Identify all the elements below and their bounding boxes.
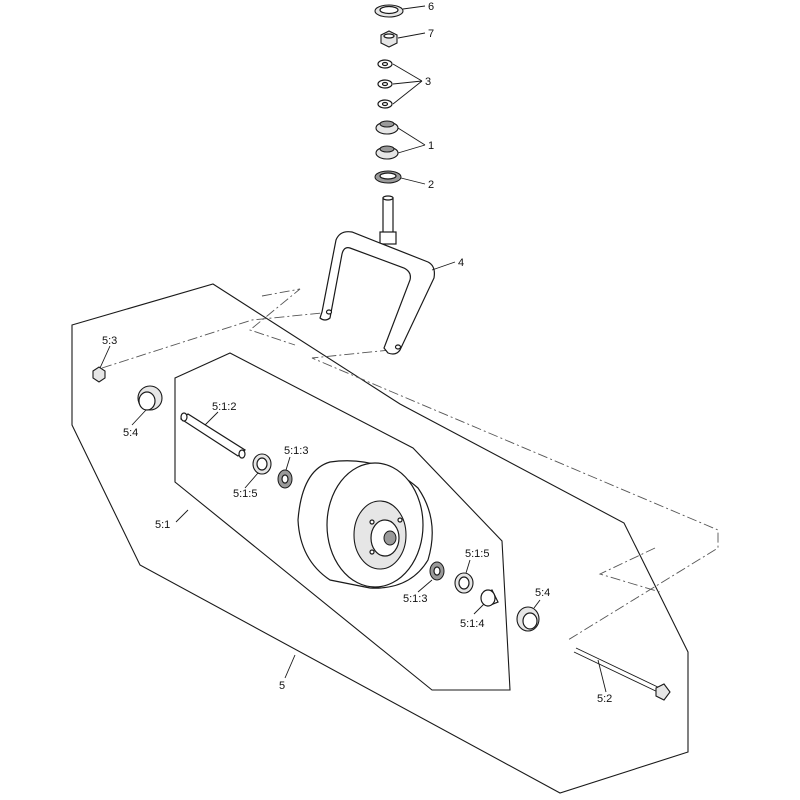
callout-5-1-5-right: 5:1:5: [465, 548, 489, 560]
part-seal: [374, 170, 402, 184]
callout-5-4-right: 5:4: [535, 587, 550, 599]
leader-lines: [99, 5, 607, 693]
assembly-5-outline: [71, 283, 689, 794]
part-spacer-left: [137, 385, 163, 411]
callout-3: 3: [425, 76, 431, 88]
assembly-5-1-outline: [174, 352, 511, 691]
part-caster-fork: [319, 195, 435, 355]
part-washers: [377, 59, 393, 109]
axis-line-fork-right: [311, 349, 719, 641]
part-spacer-sleeve: [480, 589, 499, 607]
callout-4: 4: [458, 257, 464, 269]
axis-line-fork-left: [249, 288, 301, 346]
callout-5-4-left: 5:4: [123, 427, 138, 439]
part-spacer-right: [516, 606, 540, 632]
callout-5-2: 5:2: [597, 693, 612, 705]
callout-7: 7: [428, 28, 434, 40]
part-bearing-cup-left: [252, 453, 272, 475]
part-tapered-bearings: [375, 120, 399, 160]
part-axle-nut: [92, 366, 106, 383]
axis-line-wheel: [598, 547, 661, 593]
part-axle-bolt: [573, 647, 671, 701]
callout-5-1-5-left: 5:1:5: [233, 488, 257, 500]
callout-1: 1: [428, 140, 434, 152]
part-axle-tube: [179, 412, 247, 459]
part-roller-bearing-left: [277, 469, 293, 489]
part-wheel-tire: [297, 460, 433, 589]
callout-5-1-3-bottom: 5:1:3: [403, 593, 427, 605]
part-nut: [380, 30, 398, 48]
axis-line-upper: [101, 311, 333, 369]
part-dust-cap: [374, 4, 404, 18]
part-bearing-cup-right: [454, 572, 474, 594]
callout-5-1-2: 5:1:2: [212, 401, 236, 413]
callout-5: 5: [279, 680, 285, 692]
callout-5-1-3-top: 5:1:3: [284, 445, 308, 457]
callout-2: 2: [428, 179, 434, 191]
part-roller-bearing-right: [429, 561, 445, 581]
callout-5-1: 5:1: [155, 519, 170, 531]
callout-5-1-4: 5:1:4: [460, 618, 484, 630]
callout-6: 6: [428, 1, 434, 13]
callout-5-3: 5:3: [102, 335, 117, 347]
